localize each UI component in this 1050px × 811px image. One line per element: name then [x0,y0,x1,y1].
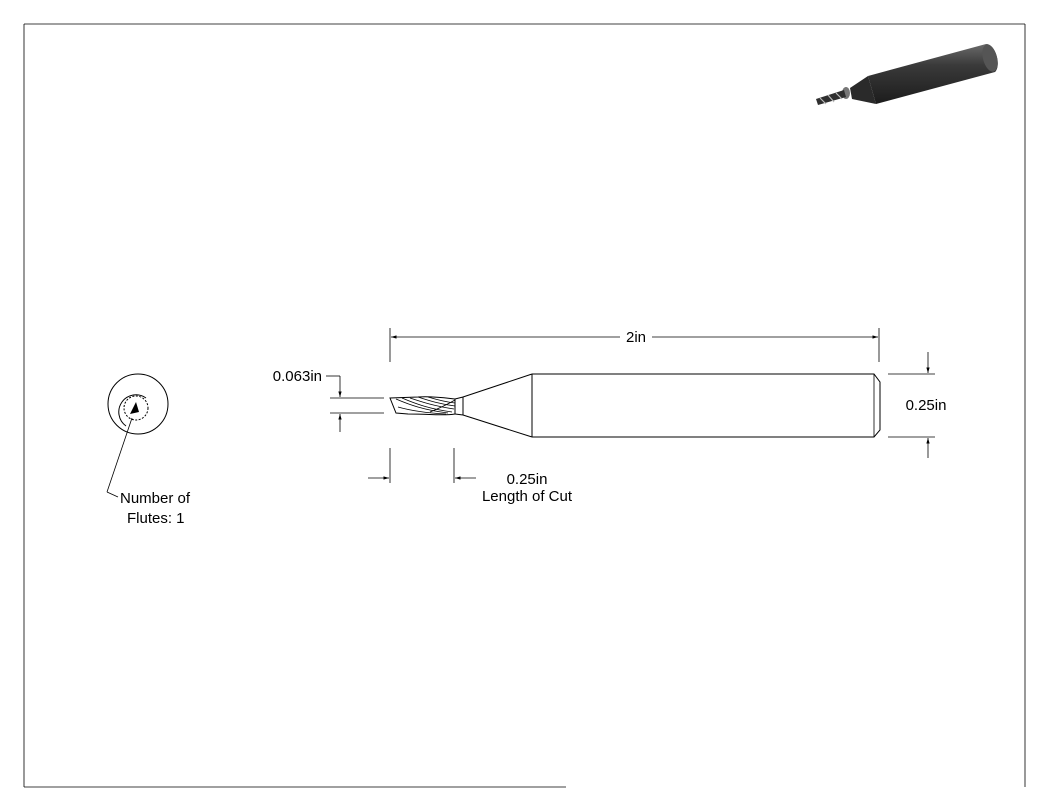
end-mill-side-view [389,373,881,438]
dimension-cutter-diameter [326,375,384,432]
sheet-border [23,23,1026,788]
cutter-diameter-value: 0.063in [273,368,322,385]
length-of-cut-label: Length of Cut [482,488,573,505]
shank-diameter-value: 0.25in [906,397,947,414]
end-mill-3d-preview-icon [816,43,998,105]
length-of-cut-value: 0.25in [507,471,548,488]
flutes-label-line1: Number of [120,490,191,507]
end-view-icon [106,373,169,498]
flutes-label-line2: Flutes: 1 [127,510,185,527]
dimension-shank-diameter [888,352,935,458]
overall-length-value: 2in [626,329,646,346]
dimension-overall-length [389,328,880,362]
dimension-length-of-cut [368,448,476,483]
